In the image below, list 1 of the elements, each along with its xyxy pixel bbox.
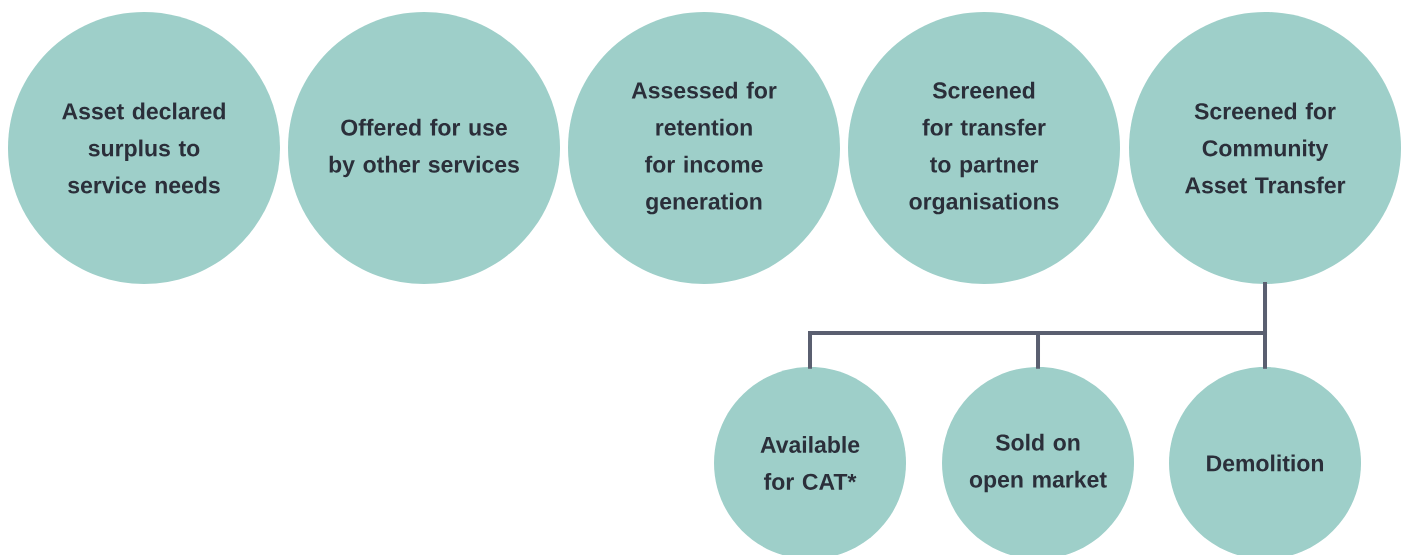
- connector: [1263, 282, 1267, 369]
